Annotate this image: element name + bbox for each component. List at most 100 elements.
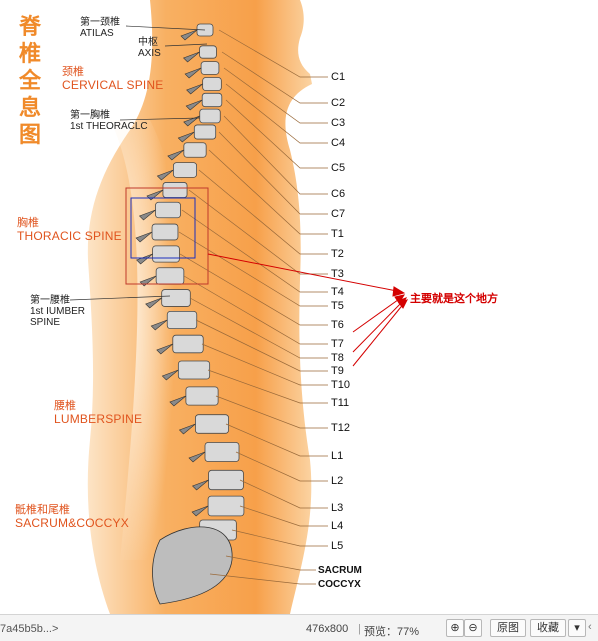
leader-line-c7	[218, 131, 328, 215]
spinous-process	[156, 169, 174, 181]
spinous-process	[145, 297, 162, 309]
leader-line-t10	[201, 343, 328, 386]
vertebra-label-c2: C2	[331, 97, 346, 109]
favorite-dropdown-icon[interactable]: ▾	[568, 619, 586, 637]
vertebra-body	[155, 201, 181, 219]
vertebra-label-l1: L1	[331, 450, 344, 462]
spinous-process	[135, 231, 153, 243]
vertebra-label-t12: T12	[331, 422, 350, 434]
vertebra-label-t4: T4	[331, 286, 344, 298]
vertebra-body	[204, 442, 240, 462]
vertebra-body	[199, 108, 221, 124]
vertebra-body	[201, 92, 223, 108]
image-url[interactable]: 7a45b5b...>	[0, 623, 59, 635]
leader-line-t8	[189, 297, 328, 359]
spinous-process	[136, 253, 153, 265]
spinous-process	[183, 51, 200, 63]
leader-line-c2	[221, 51, 328, 104]
vertebra-label-c6: C6	[331, 188, 346, 200]
vertebra-label-l2: L2	[331, 475, 344, 487]
leader-line-c3	[223, 67, 328, 124]
spinous-process	[183, 115, 200, 127]
spinous-process	[167, 149, 185, 161]
spinous-process	[178, 423, 196, 435]
first-lumbar-label: 第一腰椎 1st IUMBER SPINE	[30, 295, 86, 328]
zoom-out-icon[interactable]: ⊖	[464, 619, 482, 637]
vertebra-label-t11: T11	[331, 397, 350, 409]
page-title: 脊 椎 全 息 图	[18, 15, 41, 148]
leader-line-t3	[188, 189, 328, 275]
coccyx-label: COCCYX	[318, 579, 361, 590]
more-icon: ‹	[588, 621, 592, 633]
vertebra-label-l3: L3	[331, 502, 344, 514]
vertebra-label-l5: L5	[331, 540, 344, 552]
vertebra-body	[185, 386, 219, 406]
spinous-process	[192, 479, 209, 491]
vertebra-body	[151, 223, 179, 241]
vertebra-label-t10: T10	[331, 379, 350, 391]
highlight-box-inner	[130, 197, 196, 259]
vertebra-label-c4: C4	[331, 137, 346, 149]
vertebra-label-t7: T7	[331, 338, 344, 350]
spinous-process	[180, 29, 198, 41]
spine-illustration	[69, 0, 409, 614]
spinous-process	[177, 131, 195, 143]
leader-line-l2	[235, 451, 328, 482]
vertebra-label-t2: T2	[331, 248, 344, 260]
vertebra-body	[172, 162, 197, 178]
vertebra-label-t6: T6	[331, 319, 344, 331]
vertebra-label-c3: C3	[331, 117, 346, 129]
spinous-process	[188, 451, 206, 463]
vertebra-label-l4: L4	[331, 520, 344, 532]
leader-line-t6	[179, 253, 328, 326]
vertebra-body	[166, 310, 198, 330]
original-button[interactable]: 原图	[490, 619, 526, 637]
leader-line-t11	[207, 369, 328, 404]
leader-line-t4	[181, 209, 328, 293]
vertebra-body	[207, 495, 245, 517]
leader-line-t2	[198, 169, 328, 255]
image-viewer-statusbar: 7a45b5b...> 476x800 | 预览：77% ⊕ ⊖ 原图 收藏 ▾…	[0, 614, 598, 641]
spinous-process	[191, 505, 209, 517]
leader-line-l4	[239, 505, 328, 527]
leader-line-sacrum	[225, 555, 316, 571]
sacrum-label: SACRUM	[318, 565, 362, 576]
vertebra-body	[162, 182, 188, 198]
zoom-in-icon[interactable]: ⊕	[446, 619, 464, 637]
vertebra-label-t9: T9	[331, 365, 344, 377]
vertebra-label-c7: C7	[331, 208, 346, 220]
spinous-process	[161, 369, 179, 381]
vertebra-label-t8: T8	[331, 352, 344, 364]
vertebra-body	[172, 334, 204, 354]
leader-line-c5	[225, 99, 328, 169]
vertebra-body	[177, 360, 211, 380]
vertebra-body	[200, 61, 220, 75]
vertebra-label-t3: T3	[331, 268, 344, 280]
favorite-button[interactable]: 收藏	[530, 619, 566, 637]
sacrum-bone	[152, 526, 233, 605]
vertebra-body	[193, 124, 217, 140]
leader-line-t7	[183, 275, 328, 345]
vertebra-body	[155, 267, 185, 285]
leader-line-coccyx	[209, 573, 316, 585]
spinous-process	[150, 319, 168, 331]
leader-line-l3	[239, 479, 328, 509]
vertebra-body	[161, 289, 191, 307]
vertebra-label-c5: C5	[331, 162, 346, 174]
spine-column	[135, 23, 245, 605]
highlight-box-outer	[125, 187, 209, 285]
leader-line-t9	[195, 319, 328, 372]
image-dimensions: 476x800	[306, 623, 349, 635]
vertebra-label-t5: T5	[331, 300, 344, 312]
vertebra-label-c1: C1	[331, 71, 346, 83]
vertebra-body	[202, 77, 222, 91]
vertebra-label-t1: T1	[331, 228, 344, 240]
vertebra-body	[208, 469, 244, 491]
